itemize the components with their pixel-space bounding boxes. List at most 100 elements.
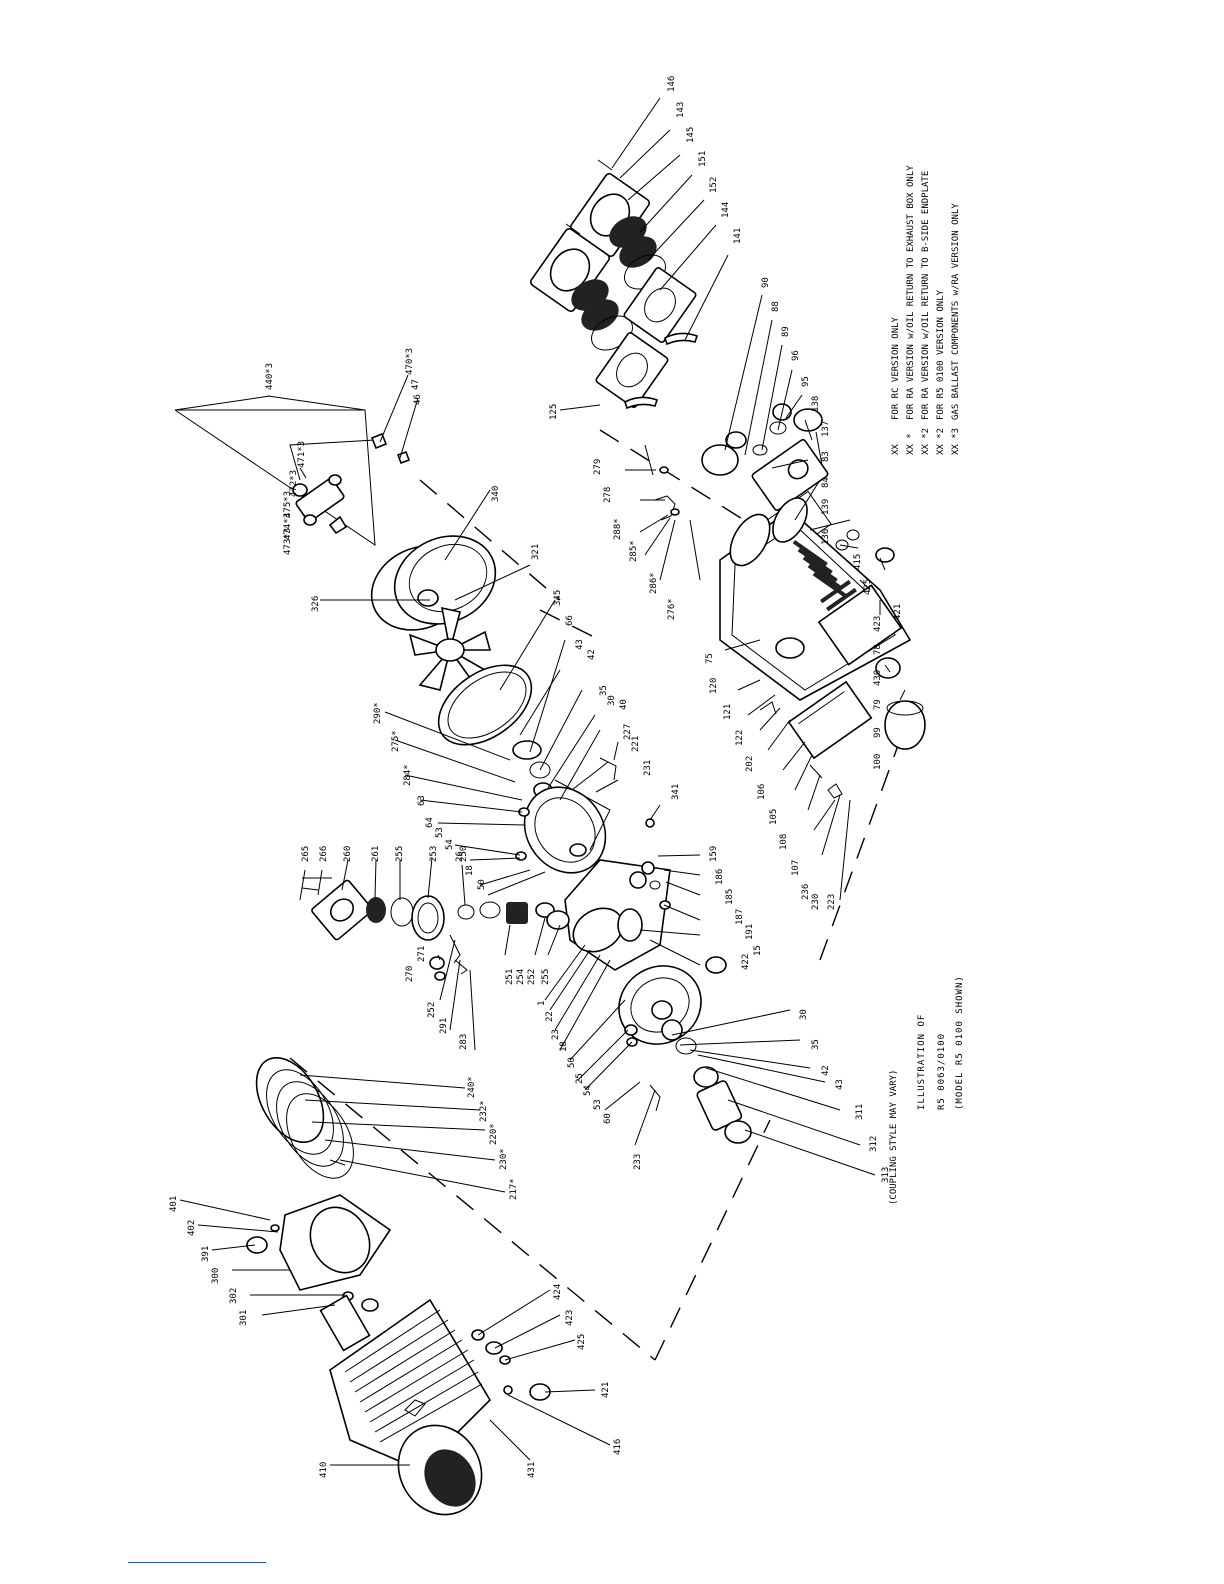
callout-270: 270 <box>405 966 415 982</box>
inlet-small-parts <box>644 444 680 521</box>
callout-labels: 146 143 145 151 152 144 141 125 90 88 89… <box>169 76 903 1478</box>
callout-18-b: 18 <box>559 1041 569 1052</box>
callout-43: 43 <box>575 639 585 650</box>
callout-187: 187 <box>735 909 745 925</box>
callout-54: 54 <box>445 839 455 850</box>
callout-415: 415 <box>853 554 863 570</box>
callout-99: 99 <box>873 727 883 738</box>
callout-137: 137 <box>821 421 831 437</box>
callout-90: 90 <box>761 277 771 288</box>
callout-35-b: 35 <box>811 1039 821 1050</box>
callout-431: 431 <box>527 1462 537 1478</box>
callout-276: 276* <box>667 598 677 620</box>
callout-425: 425 <box>863 579 873 595</box>
callout-145: 145 <box>686 127 696 143</box>
callout-141: 141 <box>733 228 743 244</box>
callout-30: 30 <box>607 695 617 706</box>
callout-89: 89 <box>781 326 791 337</box>
callout-402: 402 <box>187 1220 197 1236</box>
callout-472: 472*3 <box>289 470 299 497</box>
callout-191: 191 <box>745 924 755 940</box>
callout-253: 253 <box>429 846 439 862</box>
callout-252-b: 252 <box>527 969 537 985</box>
callout-302: 302 <box>229 1288 239 1304</box>
callout-22: 22 <box>545 1011 555 1022</box>
callout-421: 421 <box>893 604 903 620</box>
note-text-2: FOR RA VERSION w/OIL RETURN TO EXHAUST B… <box>906 165 916 420</box>
callout-23: 23 <box>551 1029 561 1040</box>
callout-255-a: 255 <box>395 846 405 862</box>
callout-139: 139 <box>821 499 831 515</box>
callout-83: 83 <box>821 451 831 462</box>
note-code-3: XX *2 <box>921 428 931 455</box>
coupling-note: (COUPLING STYLE MAY VARY) <box>889 1070 899 1205</box>
callout-391: 391 <box>201 1246 211 1262</box>
callout-423-b: 423 <box>565 1310 575 1326</box>
callout-108: 108 <box>779 834 789 850</box>
callout-345: 345 <box>553 590 563 606</box>
callout-60: 60 <box>603 1113 613 1124</box>
gas-ballast-assembly <box>174 409 411 546</box>
title-line-3: (MODEL R5 0100 SHOWN) <box>955 975 965 1110</box>
callout-138: 138 <box>811 396 821 412</box>
callout-107: 107 <box>791 860 801 876</box>
callout-326: 326 <box>311 596 321 612</box>
inlet-body <box>564 859 727 974</box>
callout-40: 40 <box>619 699 629 710</box>
callout-217: 217* <box>509 1178 519 1200</box>
note-text-1: FOR RC VERSION ONLY <box>891 316 901 420</box>
callout-279: 279 <box>593 459 603 475</box>
footer-link-rule <box>128 1562 266 1563</box>
callout-136: 136 <box>821 529 831 545</box>
callout-251: 251 <box>505 969 515 985</box>
callout-285: 285* <box>629 540 639 562</box>
note-text-4: FOR R5 0100 VERSION ONLY <box>936 289 946 420</box>
callout-288: 288* <box>613 518 623 540</box>
callout-223: 223 <box>827 894 837 910</box>
callout-311: 311 <box>855 1104 865 1120</box>
callout-151: 151 <box>698 151 708 167</box>
callout-300: 300 <box>211 1268 221 1284</box>
callout-185: 185 <box>725 889 735 905</box>
callout-278: 278 <box>603 487 613 503</box>
callout-410: 410 <box>319 1462 329 1478</box>
callout-423: 423 <box>873 616 883 632</box>
note-code-5: XX *3 <box>951 428 961 455</box>
callout-473: 473*3 <box>283 528 293 555</box>
callout-266: 266 <box>319 846 329 862</box>
callout-50-b: 50 <box>567 1057 577 1068</box>
callout-50: 50 <box>477 879 487 890</box>
callout-1: 1 <box>537 1001 547 1006</box>
callout-84: 84 <box>821 477 831 488</box>
callout-63: 63 <box>417 795 427 806</box>
note-code-4: XX *2 <box>936 428 946 455</box>
callout-260: 260 <box>343 846 353 862</box>
title-line-1: ILLUSTRATION OF <box>917 1014 927 1110</box>
callout-430: 430 <box>873 670 883 686</box>
callout-121: 121 <box>723 704 733 720</box>
callout-231: 231 <box>643 760 653 776</box>
callout-46: 46 <box>413 394 423 405</box>
exhaust-filter-assembly <box>529 159 699 410</box>
callout-25: 25 <box>575 1073 585 1084</box>
callout-26: 26 <box>455 851 465 862</box>
callout-475: 475*3 <box>283 491 293 518</box>
callout-312: 312 <box>869 1136 879 1152</box>
callout-401: 401 <box>169 1196 179 1212</box>
callout-53: 53 <box>435 827 445 838</box>
callout-144: 144 <box>721 202 731 218</box>
note-text-3: FOR RA VERSION w/OIL RETURN TO B-SIDE EN… <box>921 171 931 420</box>
callout-284: 284* <box>403 764 413 786</box>
callout-440: 440*3 <box>265 363 275 390</box>
callout-261: 261 <box>371 846 381 862</box>
pump-housing <box>719 497 926 799</box>
callout-341: 341 <box>671 784 681 800</box>
callout-265: 265 <box>301 846 311 862</box>
callout-290: 290* <box>373 702 383 724</box>
callout-95: 95 <box>801 376 811 387</box>
assembly-axis-lines <box>289 429 901 1361</box>
callout-321: 321 <box>531 544 541 560</box>
callout-421-b: 421 <box>601 1382 611 1398</box>
callout-250: 250 <box>459 846 469 862</box>
